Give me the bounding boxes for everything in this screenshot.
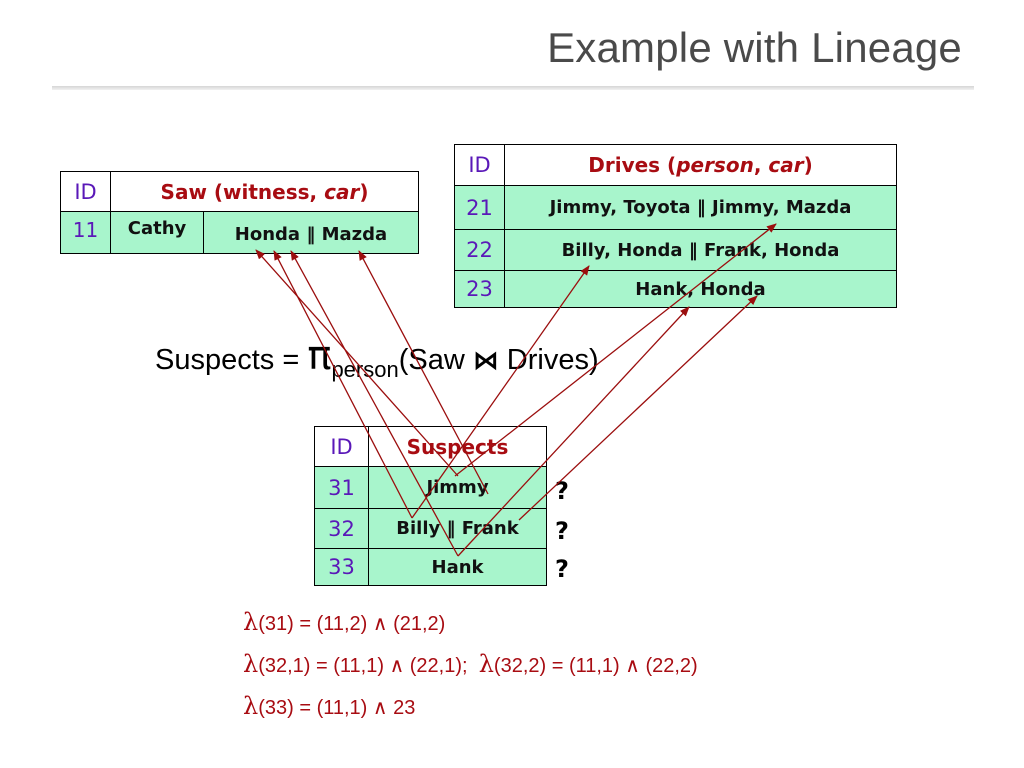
saw-id-header: ID: [60, 171, 111, 212]
lineage-line: λ(33) = (11,1) ∧ 23: [243, 692, 416, 720]
lambda-symbol: λ: [478, 650, 494, 678]
saw-row-witness: Cathy: [110, 211, 204, 254]
suspects-row-id: 31: [314, 466, 369, 509]
drives-table: ID Drives (person, car) 21 Jimmy, Toyota…: [454, 144, 897, 308]
drives-row-value: Hank, Honda: [504, 270, 897, 308]
drives-name-header: Drives (person, car): [504, 144, 897, 186]
saw-table: ID Saw (witness, car) 11 Cathy Honda ‖ M…: [60, 171, 419, 254]
suspects-row-id: 33: [314, 548, 369, 586]
saw-row-id: 11: [60, 211, 111, 254]
uncertainty-mark: ?: [555, 517, 569, 545]
saw-row-car: Honda ‖ Mazda: [203, 211, 419, 254]
lambda-symbol: λ: [243, 692, 259, 720]
lineage-line: λ(32,1) = (11,1) ∧ (22,1); λ(32,2) = (11…: [243, 650, 698, 678]
lambda-symbol: λ: [243, 650, 259, 678]
suspects-row-id: 32: [314, 508, 369, 549]
suspects-row-value: Jimmy: [368, 466, 547, 509]
suspects-name-header: Suspects: [368, 426, 547, 467]
saw-name-header: Saw (witness, car): [110, 171, 419, 212]
title-divider: [52, 86, 974, 90]
lambda-symbol: λ: [243, 608, 259, 636]
projection-symbol: π: [307, 333, 332, 379]
page-title: Example with Lineage: [547, 24, 962, 71]
uncertainty-mark: ?: [555, 555, 569, 583]
suspects-row-value: Hank: [368, 548, 547, 586]
drives-row-id: 21: [454, 185, 505, 230]
drives-row-id: 23: [454, 270, 505, 308]
uncertainty-mark: ?: [555, 477, 569, 505]
suspects-formula: Suspects = πperson(Saw⋈Drives): [155, 333, 599, 382]
drives-id-header: ID: [454, 144, 505, 186]
join-symbol: ⋈: [472, 346, 499, 376]
drives-row-value: Jimmy, Toyota ‖ Jimmy, Mazda: [504, 185, 897, 230]
drives-row-id: 22: [454, 229, 505, 271]
suspects-table: ID Suspects 31 Jimmy 32 Billy ‖ Frank 33…: [314, 426, 547, 586]
drives-row-value: Billy, Honda ‖ Frank, Honda: [504, 229, 897, 271]
lineage-line: λ(31) = (11,2) ∧ (21,2): [243, 608, 446, 636]
suspects-row-value: Billy ‖ Frank: [368, 508, 547, 549]
suspects-id-header: ID: [314, 426, 369, 467]
